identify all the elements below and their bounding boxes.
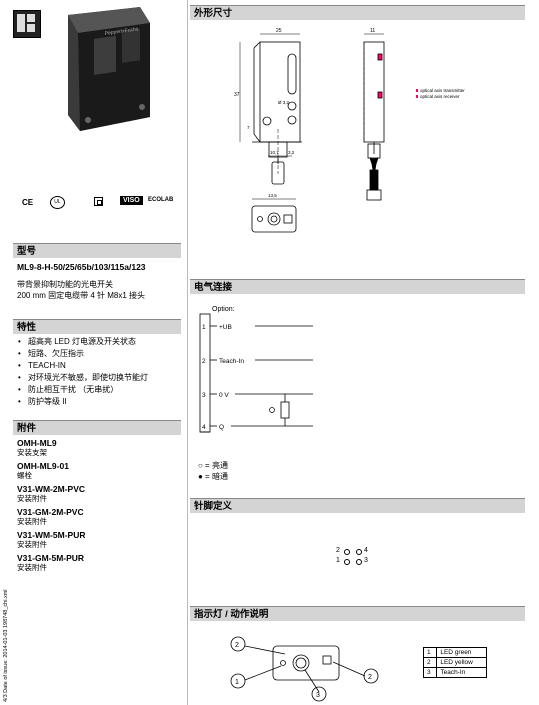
accessory-desc: 安装附件: [17, 563, 47, 572]
svg-text:Pepperl+Fuchs: Pepperl+Fuchs: [104, 26, 139, 37]
pin-2: 2: [336, 547, 340, 554]
accessories-header: 附件: [13, 420, 181, 435]
accessory-name: OMH-ML9: [17, 438, 57, 448]
accessory-name: V31-GM-5M-PUR: [17, 553, 85, 563]
pin-label: +UB: [219, 324, 232, 331]
pin-label: Q: [219, 424, 224, 431]
pin-number: 3: [202, 392, 206, 399]
feature-item: 对环境光不敏感，即使切换节能灯: [16, 372, 186, 384]
led-num: 2: [422, 657, 438, 668]
model-header: 型号: [13, 243, 181, 258]
callout-number: 3: [316, 692, 320, 699]
pin-1: 1: [336, 557, 340, 564]
ce-mark-icon: CE: [22, 198, 34, 207]
dim-d2: 3,2: [288, 150, 295, 155]
model-desc-2: 200 mm 固定电缆带 4 针 M8x1 接头: [17, 291, 146, 300]
dim-note-left: 7: [247, 125, 250, 130]
legend-closed: ● = 暗通: [198, 472, 228, 481]
indicator-diagram: 2 1 3 2: [230, 636, 379, 702]
electrical-header: 电气连接: [190, 279, 525, 294]
accessory-desc: 螺栓: [17, 471, 32, 480]
model-code: ML9-8-H-50/25/65b/103/115a/123: [17, 262, 146, 272]
accessory-desc: 安装附件: [17, 540, 47, 549]
dimension-drawing: 25 11 37 7 Ø 3,2 10,7 3,2 13,5 optical a…: [234, 28, 465, 233]
side-footer-text: 4/3 Date of issue: 2014-01-03 198748_chi…: [0, 589, 10, 702]
dim-depth: 11: [370, 28, 375, 34]
feature-item: 超高亮 LED 灯电源及开关状态: [16, 336, 186, 348]
led-label: LED green: [436, 647, 487, 658]
feature-item: 防护等级 II: [16, 396, 186, 408]
led-label: LED yellow: [436, 657, 487, 668]
dim-hole: Ø 3,2: [278, 100, 290, 105]
feature-item: 防止相互干扰 （无串扰）: [16, 384, 186, 396]
axis-tx-label: optical axis transmitter: [420, 88, 465, 93]
accessory-name: V31-GM-2M-PVC: [17, 507, 84, 517]
accessory-name: OMH-ML9-01: [17, 461, 69, 471]
model-desc-1: 带背景抑制功能的光电开关: [17, 280, 113, 289]
product-image: Pepperl+Fuchs: [68, 7, 150, 131]
column-divider: [187, 0, 188, 705]
legend-open: ○ = 亮通: [198, 461, 228, 470]
feature-item: 短路、欠压指示: [16, 348, 186, 360]
feature-item: TEACH-IN: [16, 360, 186, 372]
pin-number: 1: [202, 324, 206, 331]
pinout-header: 针脚定义: [190, 498, 525, 513]
dimensions-header: 外形尺寸: [190, 5, 525, 20]
issue-date-text: 4/3 Date of issue: 2014-01-03 198748_chi…: [3, 589, 9, 702]
ecolab-logo: ECOLAB: [148, 197, 174, 203]
feature-list: 超高亮 LED 灯电源及开关状态 短路、欠压指示 TEACH-IN 对环境光不敏…: [16, 336, 186, 408]
accessory-desc: 安装附件: [17, 517, 47, 526]
dim-height: 37: [234, 92, 240, 98]
viso-logo: VISO: [120, 196, 143, 205]
features-header: 特性: [13, 319, 181, 334]
led-num: 1: [422, 647, 438, 658]
dim-width: 25: [276, 28, 282, 34]
pin-label: Teach-In: [219, 358, 244, 365]
certification-logos: CE UL VISO ECOLAB: [22, 196, 182, 210]
pin-number: 2: [202, 358, 206, 365]
pin-number: 4: [202, 424, 206, 431]
axis-rx-label: optical axis receiver: [420, 94, 460, 99]
pin-4: 4: [364, 547, 368, 554]
ul-mark-icon: UL: [50, 196, 65, 209]
sensor-type-icon: [13, 10, 41, 38]
pinout-diagram: 2 4 1 3: [336, 547, 381, 571]
accessory-name: V31-WM-5M-PUR: [17, 530, 86, 540]
accessory-desc: 安装附件: [17, 494, 47, 503]
callout-number: 2: [368, 674, 372, 681]
callout-number: 1: [235, 679, 239, 686]
led-label: Teach-In: [436, 667, 487, 678]
led-num: 3: [422, 667, 438, 678]
pin-3: 3: [364, 557, 368, 564]
wiring-option: Option:: [212, 306, 235, 313]
dim-bottom: 13,5: [268, 193, 277, 198]
callout-number: 2: [235, 642, 239, 649]
accessory-desc: 安装支架: [17, 448, 47, 457]
pin-label: 0 V: [219, 392, 229, 399]
class2-icon: [94, 197, 103, 206]
wiring-diagram: Option: 1 +UB 2 Teach-In 3 0 V 4 Q: [199, 306, 313, 433]
indicator-header: 指示灯 / 动作说明: [190, 606, 525, 621]
accessory-name: V31-WM-2M-PVC: [17, 484, 86, 494]
dim-d1: 10,7: [270, 150, 279, 155]
